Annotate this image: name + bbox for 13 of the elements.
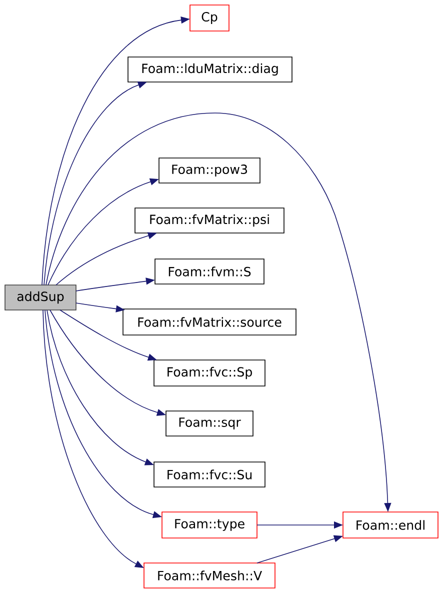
function-box: Foam::fvc::Su bbox=[154, 462, 266, 488]
function-box: Foam::fvc::Sp bbox=[154, 360, 266, 386]
function-box: Foam::lduMatrix::diag bbox=[128, 56, 292, 82]
function-box: Foam::fvm::S bbox=[154, 258, 264, 284]
function-box: Foam::type bbox=[162, 512, 258, 538]
function-box: Foam::pow3 bbox=[158, 158, 260, 184]
function-box: Foam::fvMesh::V bbox=[144, 562, 276, 588]
function-box: Foam::sqr bbox=[166, 410, 254, 436]
function-box: Foam::fvMatrix::source bbox=[122, 308, 296, 336]
function-box: Foam::fvMatrix::psi bbox=[134, 208, 284, 234]
function-box: Foam::endl bbox=[342, 512, 438, 538]
function-box: Cp bbox=[190, 4, 230, 32]
function-box: addSup bbox=[4, 284, 76, 310]
